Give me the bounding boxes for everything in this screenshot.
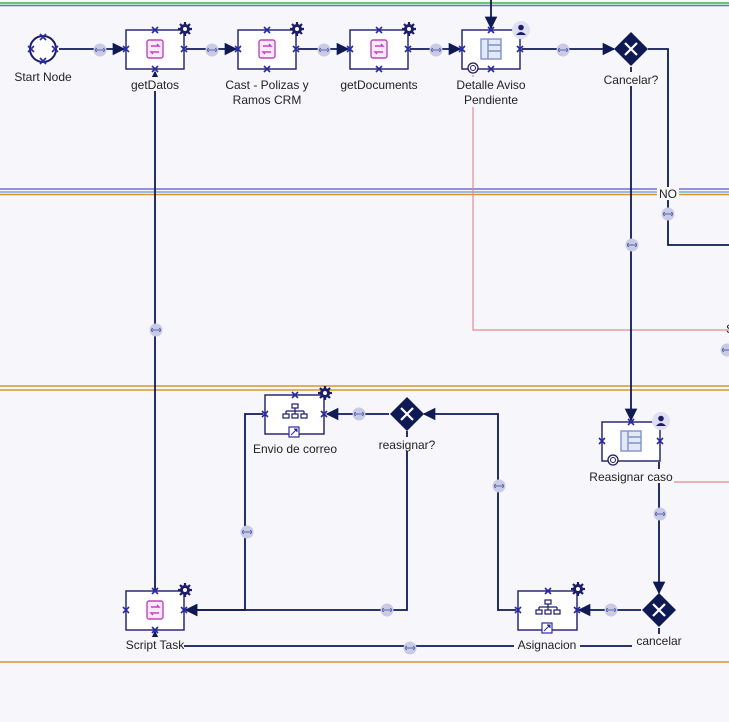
edge-label-no: NO <box>659 187 677 201</box>
user-icon <box>512 21 530 39</box>
sequence-flows[interactable] <box>59 0 729 647</box>
gateway-cancelar-question[interactable] <box>614 32 648 66</box>
link-connectors[interactable] <box>93 43 729 655</box>
task-reasignar-caso[interactable] <box>598 412 670 466</box>
task-reasignar-caso-label: Reasignar caso <box>589 470 673 484</box>
gear-icon <box>176 581 194 599</box>
label-bg <box>514 637 580 651</box>
label-bg <box>376 437 438 451</box>
user-icon <box>652 412 670 430</box>
task-detalle-label-2: Pendiente <box>464 93 518 107</box>
gateway-cancelar[interactable] <box>642 593 676 627</box>
gear-icon <box>569 580 587 598</box>
script-icon <box>146 600 164 620</box>
task-getdatos-label: getDatos <box>131 78 179 92</box>
task-cast-label-2: Ramos CRM <box>233 93 302 107</box>
task-getdocuments-label: getDocuments <box>340 78 417 92</box>
label-bg <box>590 469 674 483</box>
gear-icon <box>316 384 334 402</box>
red-flow-lines <box>472 75 729 483</box>
task-script-task[interactable] <box>122 581 194 634</box>
label-bg <box>632 634 686 648</box>
label-bg <box>602 72 660 86</box>
label-bg <box>456 77 528 107</box>
swimlane-dividers <box>0 2 729 663</box>
user-task-icon <box>480 38 502 60</box>
task-asignacion[interactable] <box>514 580 587 634</box>
user-task-icon <box>620 430 642 452</box>
no-label-bg <box>657 187 679 200</box>
task-envio-de-correo[interactable] <box>261 384 334 438</box>
task-asignacion-label: Asignacion <box>518 638 577 652</box>
script-icon <box>258 39 276 59</box>
task-cast-polizas[interactable] <box>234 20 306 73</box>
label-bg <box>124 637 184 651</box>
task-envio-label: Envio de correo <box>253 442 337 456</box>
start-node[interactable] <box>27 33 59 65</box>
gear-icon <box>288 20 306 38</box>
start-node-label: Start Node <box>14 70 72 84</box>
label-bg <box>128 77 182 91</box>
task-cast-label-1: Cast - Polizas y <box>225 78 308 92</box>
gateway-reasignar-question[interactable] <box>390 397 424 431</box>
gateway-reasignar-label: reasignar? <box>379 438 436 452</box>
task-getdatos[interactable] <box>122 20 194 73</box>
gear-icon <box>176 20 194 38</box>
task-detalle-label-1: Detalle Aviso <box>456 78 525 92</box>
edge-label-cut: S <box>726 322 729 336</box>
gateway-cancelar-question-label: Cancelar? <box>604 73 659 87</box>
script-icon <box>370 39 388 59</box>
script-icon <box>146 39 164 59</box>
timer-icon <box>467 62 479 74</box>
task-script-task-label: Script Task <box>126 638 185 652</box>
timer-icon <box>607 454 619 466</box>
task-detalle-aviso[interactable] <box>458 21 530 74</box>
gateway-cancelar-label: cancelar <box>636 634 681 648</box>
gear-icon <box>400 20 418 38</box>
task-getdocuments[interactable] <box>346 20 418 73</box>
